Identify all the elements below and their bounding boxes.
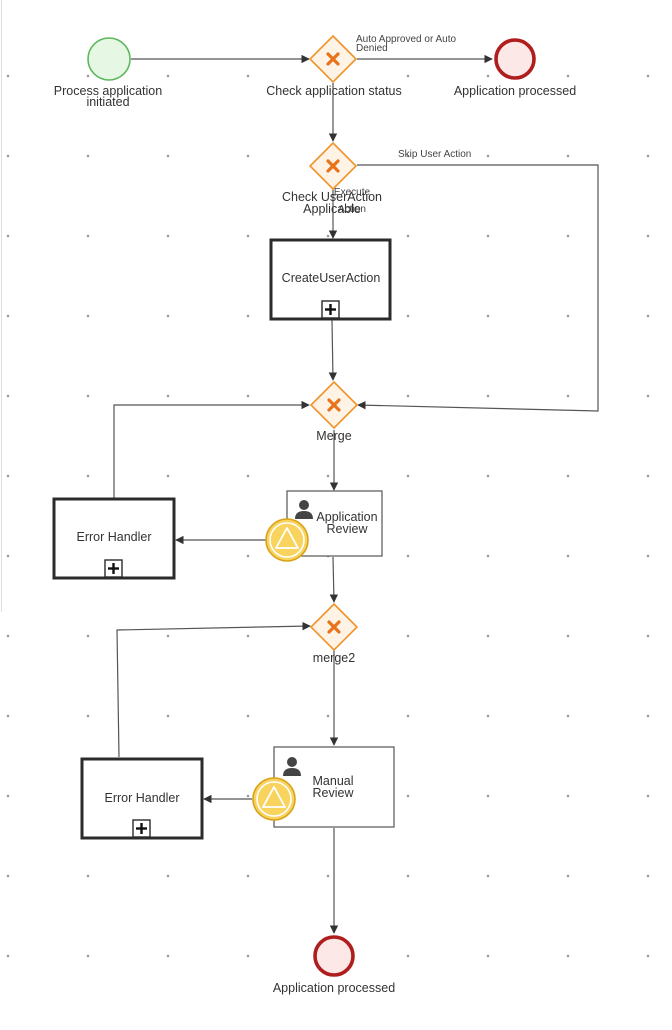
flow-handler1-back-to-merge[interactable] xyxy=(113,400,310,498)
task-manual-review-label-line2: Review xyxy=(313,786,355,800)
task-manual-review-label-line1: Manual xyxy=(313,774,354,788)
end-event-top-label: Application processed xyxy=(454,84,576,98)
end-event-bottom[interactable] xyxy=(313,935,355,977)
gateway-check-application-status-label: Check application status xyxy=(266,84,402,98)
start-event-label-line2: initiated xyxy=(86,95,129,109)
gateway-check-user-action-label-line2: Applicable xyxy=(303,202,361,216)
gateway-check-user-action[interactable] xyxy=(308,141,358,191)
start-event-label-line1: Process application xyxy=(54,84,162,98)
task-manual-review[interactable] xyxy=(273,746,395,828)
sequence-flows xyxy=(113,54,599,934)
warning-triangle-icon xyxy=(262,786,286,808)
gateway-merge2[interactable] xyxy=(309,602,359,652)
subprocess-create-user-action[interactable] xyxy=(269,238,392,321)
subprocess-plus-icon[interactable] xyxy=(104,559,123,578)
edge-label-skip-user-action: Skip User Action xyxy=(398,149,471,160)
flow-app-review-to-merge2[interactable] xyxy=(329,556,339,603)
edge-label-auto-approved-line1: Auto Approved or Auto xyxy=(356,34,457,45)
boundary-error-event-application-review[interactable] xyxy=(265,518,309,562)
subprocess-error-handler-2[interactable] xyxy=(80,757,204,840)
user-task-icon xyxy=(295,500,313,519)
end-event-top[interactable] xyxy=(494,38,536,80)
subprocess-error-handler-2-label: Error Handler xyxy=(104,791,179,805)
flow-skip-user-action[interactable] xyxy=(357,164,599,412)
gateway-merge[interactable] xyxy=(309,380,359,430)
task-application-review-label-line1: Application xyxy=(316,510,377,524)
gateway-check-user-action-label-line1: Check UserAction xyxy=(282,190,382,204)
warning-triangle-icon xyxy=(275,527,299,549)
gateway-merge2-label: merge2 xyxy=(313,651,355,665)
flow-create-to-merge[interactable] xyxy=(328,319,338,381)
flow-handler2-back-to-merge2[interactable] xyxy=(116,621,311,758)
subprocess-plus-icon[interactable] xyxy=(321,300,340,319)
boundary-error-event-manual-review[interactable] xyxy=(252,777,296,821)
subprocess-create-user-action-label: CreateUserAction xyxy=(282,271,381,285)
edge-label-auto-approved-line2: Denied xyxy=(356,43,388,54)
start-event[interactable] xyxy=(87,37,131,81)
subprocess-error-handler-1-label: Error Handler xyxy=(76,530,151,544)
subprocess-plus-icon[interactable] xyxy=(132,819,151,838)
gateway-merge-label: Merge xyxy=(316,429,351,443)
end-event-bottom-label: Application processed xyxy=(273,981,395,995)
task-application-review-label-line2: Review xyxy=(327,522,369,536)
user-task-icon xyxy=(283,757,301,776)
task-application-review[interactable] xyxy=(286,490,383,557)
edge-label-execute-action-line2: Action xyxy=(338,204,366,215)
edge-label-execute-action-line1: Execute xyxy=(334,187,371,198)
subprocess-error-handler-1[interactable] xyxy=(52,497,176,580)
gateway-check-application-status[interactable] xyxy=(308,34,358,84)
